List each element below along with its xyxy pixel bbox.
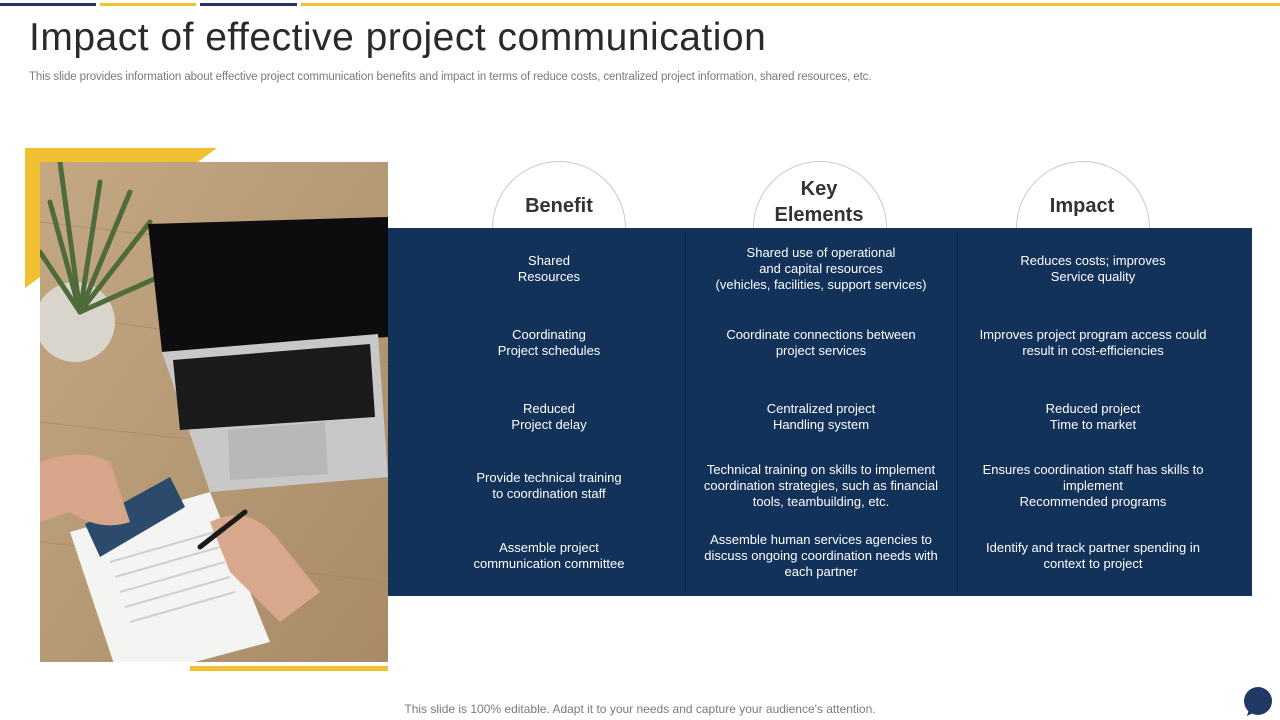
slide-title: Impact of effective project communicatio… <box>29 16 767 59</box>
top-accent-bar-1 <box>0 3 96 6</box>
key-element-cell: Technical training on skills to implemen… <box>703 462 939 509</box>
top-accent-bar-2 <box>100 3 196 6</box>
top-accent-bar-4 <box>301 3 1280 6</box>
impact-cell: Ensures coordination staff has skills to… <box>982 462 1204 509</box>
column-divider <box>957 232 958 592</box>
column-divider <box>685 232 686 592</box>
key-elements-header-line2: Elements <box>774 204 864 226</box>
top-accent-bar-3 <box>200 3 297 6</box>
impact-header: Impact <box>1049 195 1115 217</box>
photo-underline-accent <box>190 666 388 671</box>
chat-bubble-icon[interactable] <box>1243 687 1273 717</box>
header-mask <box>749 228 891 298</box>
key-elements-header-line1: Key <box>800 178 838 200</box>
laptop-desk-photo <box>40 162 388 662</box>
benefit-header: Benefit <box>525 195 593 217</box>
header-mask <box>488 228 630 298</box>
footer-text: This slide is 100% editable. Adapt it to… <box>404 702 876 716</box>
slide-subtitle: This slide provides information about ef… <box>29 71 872 83</box>
slide-footer: This slide is 100% editable. Adapt it to… <box>0 702 1280 716</box>
header-mask <box>1012 228 1154 298</box>
